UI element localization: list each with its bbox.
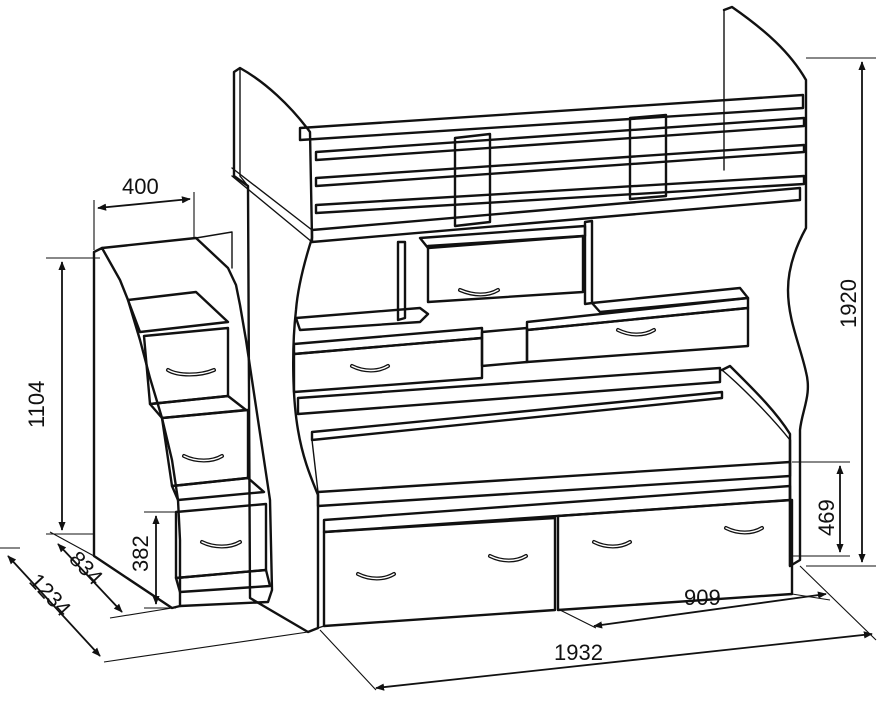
dim-bed-height: 469 [814, 499, 839, 536]
handle-stair-2 [182, 454, 224, 463]
staircase [92, 231, 274, 610]
handle-underbed-1 [356, 572, 396, 581]
dim-stair-depth: 834 [64, 546, 107, 590]
handle-right-deck [616, 328, 656, 337]
handle-left-deck [350, 364, 390, 373]
dim-total-height: 1920 [836, 279, 861, 328]
handle-middle [458, 288, 500, 297]
dim-stair-width: 400 [122, 174, 159, 199]
handle-stair-1 [166, 368, 216, 377]
dimension-lines [0, 57, 877, 691]
handle-underbed-3 [592, 540, 632, 549]
dim-bottom-step: 382 [128, 535, 153, 572]
handle-stair-3 [200, 540, 242, 549]
dim-stair-height: 1104 [24, 381, 49, 428]
handle-underbed-2 [488, 554, 528, 563]
dim-total-depth: 1234 [24, 568, 76, 621]
drawer-handles [166, 288, 764, 581]
bed-frame [231, 5, 810, 634]
dim-drawer-width: 909 [684, 585, 721, 610]
handle-underbed-4 [724, 526, 764, 535]
dim-total-length: 1932 [554, 640, 603, 665]
